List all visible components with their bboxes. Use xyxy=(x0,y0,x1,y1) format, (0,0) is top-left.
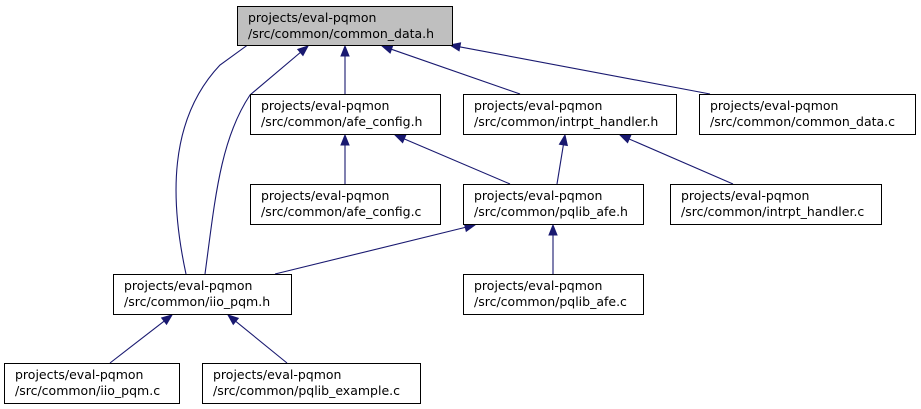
node-label-line2: /src/common/pqlib_afe.h xyxy=(474,204,628,219)
edge-iio-pqm-h-to-common-data-h-left-inner-arrowhead xyxy=(296,45,310,57)
edge-iio-pqm-c-to-iio-pqm-h xyxy=(109,320,166,364)
node-label-line2: /src/common/iio_pqm.h xyxy=(124,294,270,309)
node-box xyxy=(463,184,644,225)
node-label-line2: /src/common/pqlib_afe.c xyxy=(474,294,627,309)
node-iio-pqm-h[interactable]: projects/eval-pqmon/src/common/iio_pqm.h xyxy=(113,274,292,315)
node-afe-config-h[interactable]: projects/eval-pqmon/src/common/afe_confi… xyxy=(250,94,441,135)
node-label-line2: /src/common/common_data.c xyxy=(710,114,895,129)
node-pqlib-example-c[interactable]: projects/eval-pqmon/src/common/pqlib_exa… xyxy=(202,363,421,404)
edge-intrpt-handler-c-to-intrpt-handler-h xyxy=(628,138,734,185)
edge-iio-pqm-h-to-common-data-h-left-inner xyxy=(204,45,309,275)
node-box xyxy=(463,274,644,315)
node-label-line1: projects/eval-pqmon xyxy=(710,98,838,113)
node-box xyxy=(4,363,180,404)
node-label-line1: projects/eval-pqmon xyxy=(15,367,143,382)
node-label-line1: projects/eval-pqmon xyxy=(124,278,252,293)
edge-pqlib-afe-h-to-afe-config-h-arrowhead xyxy=(393,134,407,144)
node-intrpt-handler-h[interactable]: projects/eval-pqmon/src/common/intrpt_ha… xyxy=(463,94,677,135)
node-label-line2: /src/common/pqlib_example.c xyxy=(213,383,400,398)
edge-pqlib-example-c-to-iio-pqm-h xyxy=(234,320,288,364)
node-label-line1: projects/eval-pqmon xyxy=(261,98,389,113)
node-iio-pqm-c[interactable]: projects/eval-pqmon/src/common/iio_pqm.c xyxy=(4,363,180,404)
node-pqlib-afe-h[interactable]: projects/eval-pqmon/src/common/pqlib_afe… xyxy=(463,184,644,225)
node-box xyxy=(113,274,292,315)
node-label-line2: /src/common/intrpt_handler.c xyxy=(681,204,864,219)
edge-iio-pqm-c-to-iio-pqm-h-arrowhead xyxy=(160,314,174,326)
edge-afe-config-c-to-afe-config-h-arrowhead xyxy=(340,133,350,146)
node-label-line2: /src/common/afe_config.c xyxy=(261,204,422,219)
node-layer: projects/eval-pqmon/src/common/common_da… xyxy=(4,6,916,404)
node-afe-config-c[interactable]: projects/eval-pqmon/src/common/afe_confi… xyxy=(250,184,441,225)
node-label-line1: projects/eval-pqmon xyxy=(474,278,602,293)
node-box xyxy=(463,94,677,135)
node-label-line2: /src/common/common_data.h xyxy=(248,26,434,41)
node-box xyxy=(699,94,916,135)
edge-common-data-c-to-common-data-h xyxy=(458,46,711,95)
node-box xyxy=(670,184,882,225)
edge-iio-pqm-h-to-pqlib-afe-h xyxy=(274,226,467,275)
node-label-line1: projects/eval-pqmon xyxy=(248,10,376,25)
node-label-line1: projects/eval-pqmon xyxy=(474,188,602,203)
node-box xyxy=(237,6,453,46)
node-pqlib-afe-c[interactable]: projects/eval-pqmon/src/common/pqlib_afe… xyxy=(463,274,644,315)
node-label-line1: projects/eval-pqmon xyxy=(213,367,341,382)
node-label-line1: projects/eval-pqmon xyxy=(474,98,602,113)
node-label-line2: /src/common/iio_pqm.c xyxy=(15,383,160,398)
edge-pqlib-afe-h-to-intrpt-handler-h-arrowhead xyxy=(558,133,568,147)
node-intrpt-handler-c[interactable]: projects/eval-pqmon/src/common/intrpt_ha… xyxy=(670,184,882,225)
node-label-line2: /src/common/intrpt_handler.h xyxy=(474,114,658,129)
edge-pqlib-afe-c-to-pqlib-afe-h-arrowhead xyxy=(548,223,558,236)
node-label-line1: projects/eval-pqmon xyxy=(261,188,389,203)
edge-intrpt-handler-h-to-common-data-h-arrowhead xyxy=(380,44,394,54)
edge-intrpt-handler-c-to-intrpt-handler-h-arrowhead xyxy=(618,134,632,144)
edge-afe-config-h-to-common-data-h-arrowhead xyxy=(340,44,350,57)
edge-intrpt-handler-h-to-common-data-h xyxy=(390,48,521,95)
edge-pqlib-example-c-to-iio-pqm-h-arrowhead xyxy=(226,314,240,326)
node-box xyxy=(250,94,441,135)
node-common-data-h[interactable]: projects/eval-pqmon/src/common/common_da… xyxy=(237,6,453,46)
edge-pqlib-afe-h-to-intrpt-handler-h xyxy=(556,143,565,185)
node-box xyxy=(250,184,441,225)
node-label-line1: projects/eval-pqmon xyxy=(681,188,809,203)
edge-iio-pqm-h-to-common-data-h-left-outer xyxy=(175,35,261,275)
node-label-line2: /src/common/afe_config.h xyxy=(261,114,422,129)
edge-pqlib-afe-h-to-afe-config-h xyxy=(403,138,511,185)
node-common-data-c[interactable]: projects/eval-pqmon/src/common/common_da… xyxy=(699,94,916,135)
node-box xyxy=(202,363,421,404)
